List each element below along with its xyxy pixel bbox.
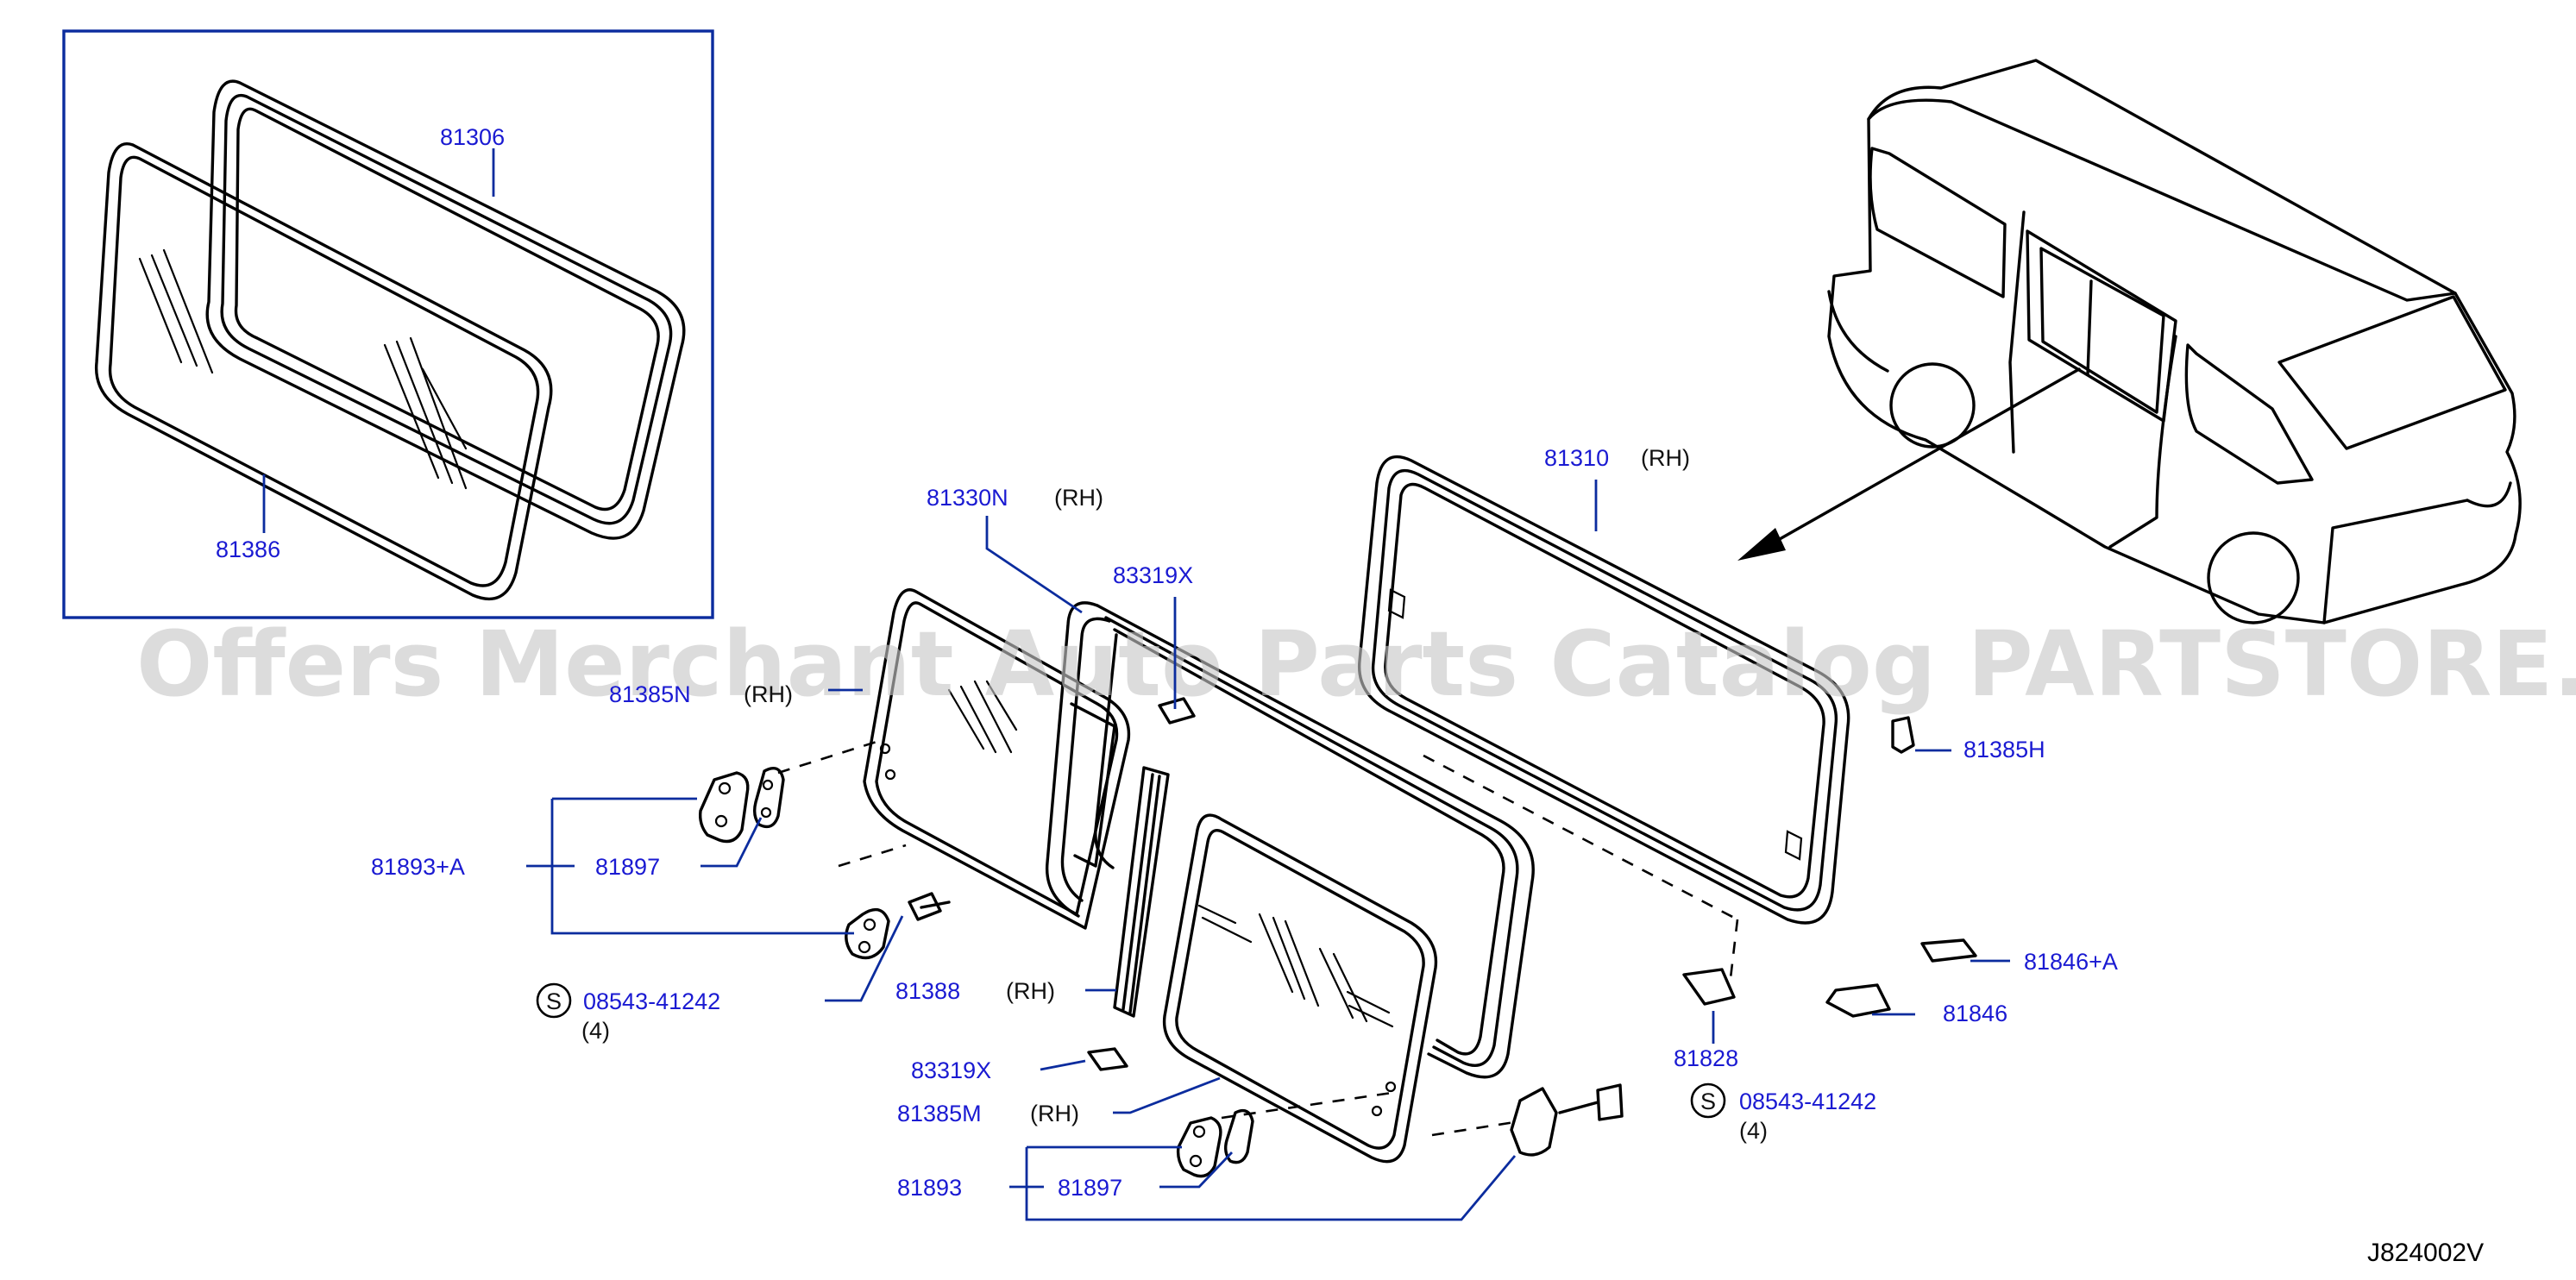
label-81306[interactable]: 81306 (440, 124, 505, 150)
bolt-symbol-circle-right (1690, 1082, 1726, 1119)
leader-lines (526, 480, 2010, 1221)
label-81388[interactable]: 81388 (895, 978, 960, 1004)
label-81828[interactable]: 81828 (1674, 1045, 1738, 1071)
qty-left: (4) (581, 1018, 610, 1044)
label-81893-plus-a[interactable]: 81893+A (371, 854, 465, 880)
label-81893[interactable]: 81893 (897, 1175, 962, 1201)
bolt-symbol-circle-left (536, 982, 572, 1019)
label-08543-41242-left[interactable]: 08543-41242 (583, 988, 720, 1014)
label-08543-41242-right[interactable]: 08543-41242 (1739, 1089, 1876, 1114)
suffix-rh-81388: (RH) (1006, 978, 1055, 1004)
label-81385H[interactable]: 81385H (1963, 737, 2045, 762)
qty-right: (4) (1739, 1118, 1768, 1144)
label-81897-left[interactable]: 81897 (595, 854, 660, 880)
suffix-rh-81330N: (RH) (1054, 485, 1103, 511)
label-81310[interactable]: 81310 (1544, 445, 1609, 471)
suffix-rh-81385N: (RH) (744, 681, 793, 707)
watermark-text: Offers Merchant Auto Parts Catalog PARTS… (136, 612, 2576, 717)
label-81846-plus-a[interactable]: 81846+A (2024, 949, 2118, 975)
label-81846[interactable]: 81846 (1943, 1001, 2007, 1026)
bolt-symbol-left: S (546, 988, 562, 1014)
inset-panel: 81306 81386 (62, 29, 714, 619)
window-81310 (1357, 455, 1850, 979)
label-83319X-top[interactable]: 83319X (1113, 562, 1193, 588)
van-illustration (1737, 59, 2522, 624)
suffix-rh-81310: (RH) (1641, 445, 1690, 471)
bolt-symbol-right: S (1700, 1089, 1716, 1114)
frame-81330N (1045, 601, 1535, 1079)
label-81385M[interactable]: 81385M (897, 1101, 982, 1126)
hinge-parts (698, 716, 1977, 1178)
label-81386[interactable]: 81386 (216, 536, 280, 562)
label-81385N[interactable]: 81385N (609, 681, 691, 707)
suffix-rh-81385M: (RH) (1030, 1101, 1079, 1126)
label-81330N[interactable]: 81330N (927, 485, 1008, 511)
label-81897-bottom[interactable]: 81897 (1058, 1175, 1122, 1201)
diagram-code: J824002V (2367, 1239, 2484, 1267)
glass-81385N (863, 588, 1131, 930)
glass-81385M (1162, 813, 1438, 1164)
label-83319X-bottom[interactable]: 83319X (911, 1057, 991, 1083)
